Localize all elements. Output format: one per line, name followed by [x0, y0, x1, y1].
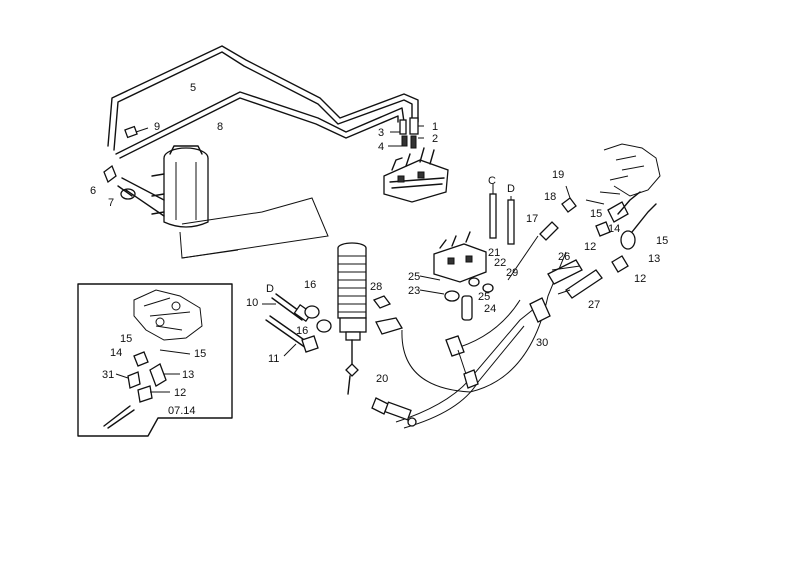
inset-labels: 15 14 15 13 31 12 07.14: [102, 333, 206, 417]
callout-20: 20: [376, 373, 388, 385]
fitting-27: [557, 269, 603, 299]
filter-element: [337, 242, 367, 395]
callout-24: 24: [484, 303, 496, 315]
callout-D1: D: [507, 183, 515, 195]
control-valve-block: [383, 147, 449, 203]
right-assembly: [585, 143, 661, 250]
callout-12b: 12: [634, 273, 646, 285]
inset-callout-13: 13: [182, 369, 194, 381]
inset-callout-15b: 15: [194, 348, 206, 360]
inset-callout-15a: 15: [120, 333, 132, 345]
fitting-24: [461, 295, 473, 321]
callout-15a: 15: [590, 208, 602, 220]
callout-19: 19: [552, 169, 564, 181]
fitting-9: [124, 125, 149, 139]
callout-21: 21: [488, 247, 500, 259]
fitting-6: [103, 164, 117, 184]
callout-3: 3: [378, 127, 384, 139]
inset-callout-12: 12: [174, 387, 186, 399]
callout-7: 7: [108, 197, 114, 209]
callout-29: 29: [506, 267, 518, 279]
inset-detail-box: [77, 283, 233, 437]
line-10: [271, 293, 320, 323]
callout-25a: 25: [408, 271, 420, 283]
callout-26: 26: [558, 251, 570, 263]
callout-10: 10: [246, 297, 258, 309]
callout-8: 8: [217, 121, 223, 133]
callout-9: 9: [154, 121, 160, 133]
callout-18: 18: [544, 191, 556, 203]
callout-12a: 12: [584, 241, 596, 253]
callout-13: 13: [648, 253, 660, 265]
callout-14: 14: [608, 223, 620, 235]
callout-4: 4: [378, 141, 384, 153]
callout-22: 22: [494, 257, 506, 269]
callout-27: 27: [588, 299, 600, 311]
pipes-C-D: [489, 184, 515, 245]
callout-5: 5: [190, 82, 196, 94]
callout-C1: C: [488, 175, 496, 187]
callout-30: 30: [536, 337, 548, 349]
fitting-18-19: [561, 185, 577, 213]
upper-pipe-5: [107, 45, 419, 151]
line-11: [265, 315, 332, 353]
fitting-7: [117, 185, 136, 200]
callout-17: 17: [526, 213, 538, 225]
callout-labels: 1 2 3 4 5 6 7 8 9 10 11 12 12 13 14 15 1…: [90, 82, 668, 385]
fitting-30: [529, 297, 551, 323]
callout-15b: 15: [656, 235, 668, 247]
fittings-1-4: [388, 117, 424, 149]
leader-lines: [115, 275, 445, 393]
valve-group: [433, 231, 494, 293]
callout-11: 11: [268, 353, 279, 365]
callout-23: 23: [408, 285, 420, 297]
inset-callout-31: 31: [102, 369, 114, 381]
fitting-23: [444, 290, 460, 302]
upper-pipe-8: [115, 91, 405, 159]
fitting-28: [372, 295, 403, 335]
hose-curve: [401, 251, 567, 393]
callout-16a: 16: [304, 279, 316, 291]
callout-D2: D: [266, 283, 274, 295]
inset-code: 07.14: [168, 405, 196, 417]
callout-28: 28: [370, 281, 382, 293]
pump-housing: [121, 145, 209, 228]
inset-callout-14: 14: [110, 347, 122, 359]
fitting-17: [507, 221, 559, 281]
fitting-26: [547, 259, 583, 285]
callout-25b: 25: [478, 291, 490, 303]
callout-1: 1: [432, 121, 438, 133]
connector-line: [179, 197, 329, 259]
fitting-12-right: [595, 221, 629, 273]
callout-16b: 16: [296, 325, 308, 337]
callout-2: 2: [432, 133, 438, 145]
callout-6: 6: [90, 185, 96, 197]
